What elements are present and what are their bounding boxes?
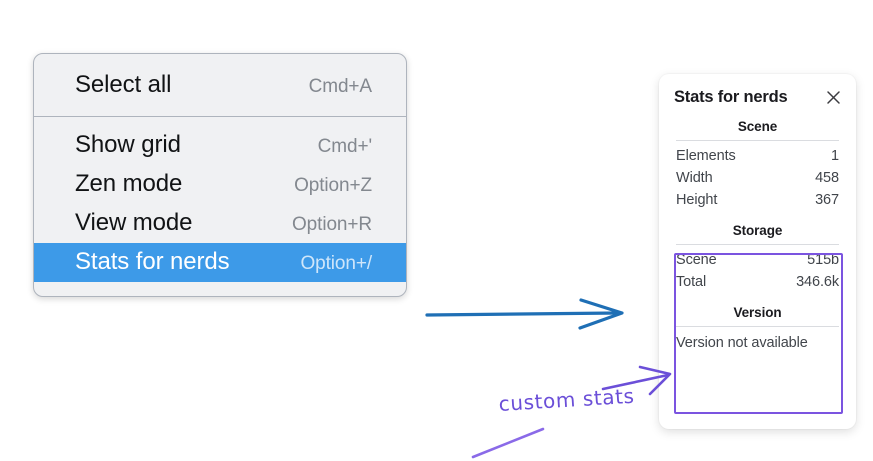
stat-row-storage-total: Total 346.6k [674,271,841,293]
stat-value: 1 [831,148,839,164]
stat-value: 367 [815,192,839,208]
stat-label: Elements [676,148,736,164]
menu-item-zen-mode[interactable]: Zen mode Option+Z [34,165,406,204]
section-divider [676,140,839,141]
stats-panel-title: Stats for nerds [674,88,788,106]
menu-item-shortcut: Cmd+A [308,76,372,97]
menu-item-label: Select all [75,71,172,98]
stat-label: Scene [676,252,717,268]
stat-value: 458 [815,170,839,186]
menu-section-view: Show grid Cmd+' Zen mode Option+Z View m… [34,117,406,296]
stat-row-height: Height 367 [674,189,841,211]
menu-item-view-mode[interactable]: View mode Option+R [34,204,406,243]
menu-bottom-padding [34,282,406,296]
section-heading-storage: Storage [732,223,783,238]
stats-for-nerds-panel: Stats for nerds Scene Elements 1 Width 4… [659,74,856,429]
purple-underline-stroke [471,427,545,459]
stats-panel-header: Stats for nerds [659,74,856,107]
menu-item-select-all[interactable]: Select all Cmd+A [34,66,406,105]
menu-section-primary: Select all Cmd+A [34,54,406,117]
menu-item-label: Zen mode [75,170,183,197]
menu-item-shortcut: Option+Z [294,175,372,196]
menu-item-label: Show grid [75,131,181,158]
version-value: Version not available [676,335,808,351]
section-heading-version: Version [733,305,782,320]
section-heading-scene: Scene [737,119,778,134]
blue-arrow-menu-to-panel [425,298,624,330]
menu-item-label: View mode [75,209,193,236]
context-menu[interactable]: Select all Cmd+A Show grid Cmd+' Zen mod… [33,53,407,297]
stat-row-elements: Elements 1 [674,145,841,167]
stat-value: 346.6k [796,274,839,290]
section-divider [676,244,839,245]
menu-item-stats-for-nerds[interactable]: Stats for nerds Option+/ [34,243,406,282]
close-icon[interactable] [825,89,842,106]
stat-value: 515b [807,252,839,268]
menu-item-shortcut: Cmd+' [317,136,372,157]
menu-item-label: Stats for nerds [75,248,230,275]
menu-item-shortcut: Option+R [292,214,372,235]
stat-row-storage-scene: Scene 515b [674,249,841,271]
stat-label: Width [676,170,713,186]
stat-label: Total [676,274,707,290]
menu-item-shortcut: Option+/ [300,253,372,274]
stat-label: Height [676,192,718,208]
annotation-caption: custom stats [498,383,636,416]
stats-panel-body: Scene Elements 1 Width 458 Height 367 St… [659,107,856,355]
stat-row-width: Width 458 [674,167,841,189]
section-divider [676,326,839,327]
menu-item-show-grid[interactable]: Show grid Cmd+' [34,126,406,165]
